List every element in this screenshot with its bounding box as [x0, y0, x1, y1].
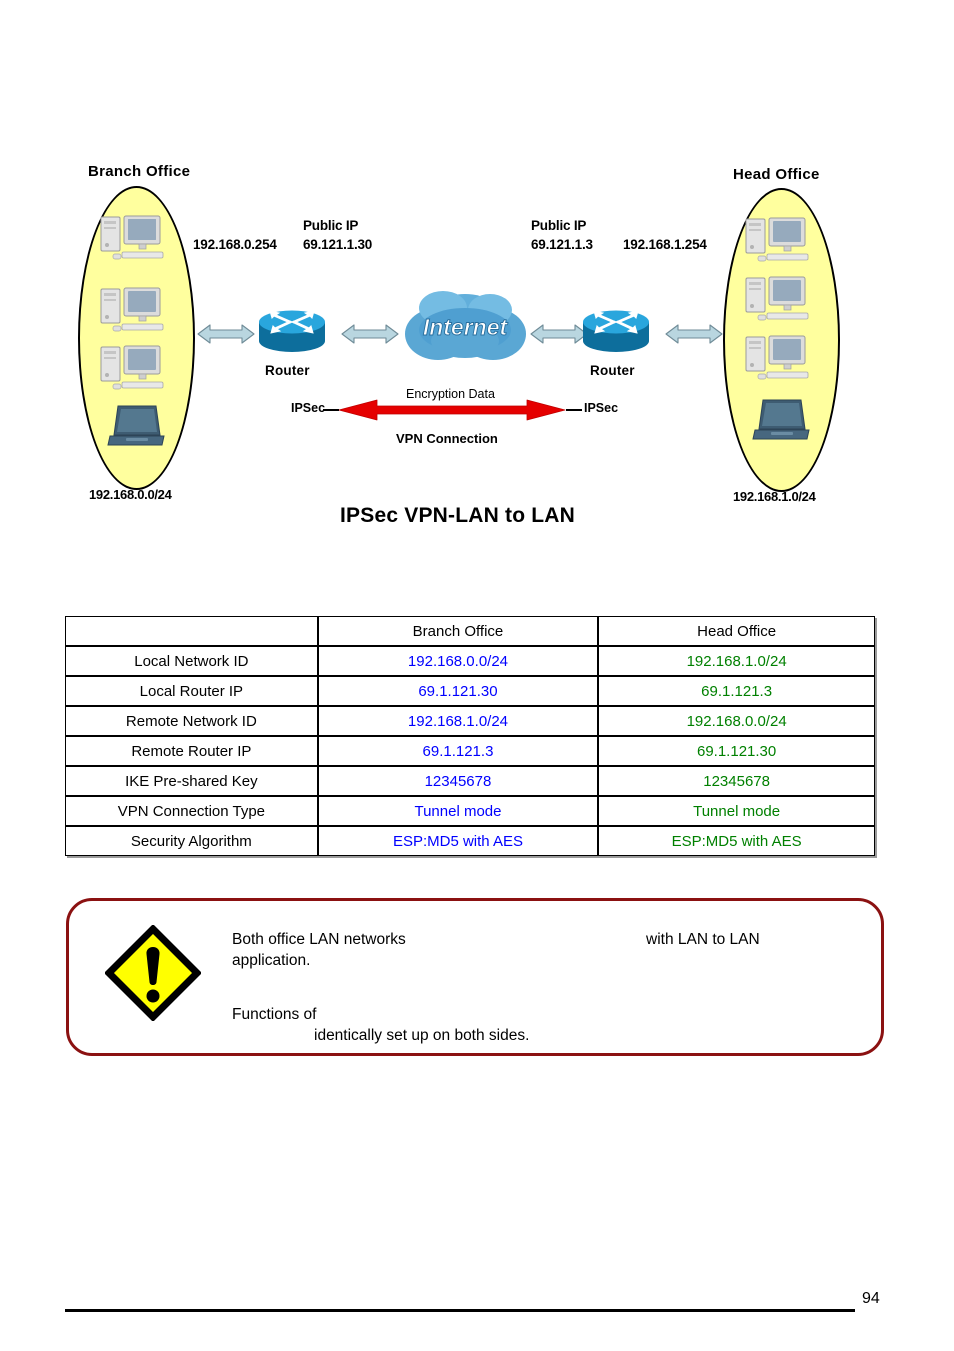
head-laptop-icon — [752, 399, 810, 440]
table-row: Remote Network ID 192.168.1.0/24 192.168… — [65, 706, 875, 736]
branch-lan-link-arrow — [197, 324, 255, 344]
branch-pc-icon-3 — [100, 345, 164, 390]
cell-branch-ike-preshared-key: 12345678 — [317, 766, 599, 796]
head-lan-ip-label: 192.168.1.254 — [623, 237, 707, 252]
note-line-1: Both office LAN networks — [232, 931, 406, 948]
branch-laptop-icon — [107, 405, 165, 446]
cell-branch-vpn-connection-type: Tunnel mode — [317, 796, 599, 826]
cell-head-ike-preshared-key: 12345678 — [598, 766, 875, 796]
head-office-title: Head Office — [733, 166, 820, 183]
cell-head-remote-network-id: 192.168.0.0/24 — [598, 706, 875, 736]
cell-head-security-algorithm: ESP:MD5 with AES — [598, 826, 875, 856]
row-label-local-router-ip: Local Router IP — [65, 676, 318, 706]
branch-router-label: Router — [265, 363, 310, 378]
table-row: Local Router IP 69.1.121.30 69.1.121.3 — [65, 676, 875, 706]
row-label-remote-router-ip: Remote Router IP — [65, 736, 318, 766]
cell-head-local-router-ip: 69.1.121.3 — [598, 676, 875, 706]
vpn-config-table: Branch Office Head Office Local Network … — [65, 616, 875, 856]
branch-router-icon — [259, 310, 325, 352]
cell-head-remote-router-ip: 69.1.121.30 — [598, 736, 875, 766]
footer-divider — [65, 1309, 855, 1312]
head-public-ip-value: 69.121.1.3 — [531, 237, 593, 252]
cell-branch-local-network-id: 192.168.0.0/24 — [317, 646, 599, 676]
table-row: VPN Connection Type Tunnel mode Tunnel m… — [65, 796, 875, 826]
head-ipsec-label: IPSec — [584, 401, 619, 415]
head-pc-icon-1 — [745, 217, 809, 262]
cell-head-vpn-connection-type: Tunnel mode — [598, 796, 875, 826]
note-paragraph-3: identically set up on both sides. — [314, 1027, 530, 1044]
table-row: Local Network ID 192.168.0.0/24 192.168.… — [65, 646, 875, 676]
branch-internet-link-arrow — [341, 324, 399, 344]
vpn-tunnel-left-leader — [323, 409, 339, 411]
table-corner-cell — [65, 616, 318, 646]
cell-branch-local-router-ip: 69.1.121.30 — [317, 676, 599, 706]
branch-lan-ip-label: 192.168.0.254 — [193, 237, 277, 252]
note-paragraph-2: Functions of — [232, 1006, 317, 1023]
cell-branch-remote-network-id: 192.168.1.0/24 — [317, 706, 599, 736]
branch-subnet-label: 192.168.0.0/24 — [89, 487, 172, 502]
cell-branch-remote-router-ip: 69.1.121.3 — [317, 736, 599, 766]
network-diagram: Branch Office — [0, 0, 954, 560]
note-callout-box: Both office LAN networks application. wit… — [66, 898, 884, 1056]
vpn-connection-label: VPN Connection — [396, 431, 498, 446]
head-pc-icon-3 — [745, 335, 809, 380]
cell-branch-security-algorithm: ESP:MD5 with AES — [317, 826, 599, 856]
head-subnet-label: 192.168.1.0/24 — [733, 489, 816, 504]
warning-icon — [105, 925, 201, 1021]
row-label-ike-preshared-key: IKE Pre-shared Key — [65, 766, 318, 796]
diagram-title: IPSec VPN-LAN to LAN — [340, 504, 576, 527]
encryption-data-label: Encryption Data — [406, 387, 495, 401]
row-label-security-algorithm: Security Algorithm — [65, 826, 318, 856]
table-row: IKE Pre-shared Key 12345678 12345678 — [65, 766, 875, 796]
head-router-icon — [583, 310, 649, 352]
branch-public-ip-title: Public IP — [303, 218, 359, 233]
note-line-2: application. — [232, 952, 311, 969]
row-label-remote-network-id: Remote Network ID — [65, 706, 318, 736]
internet-cloud-label: Internet — [423, 314, 509, 340]
note-paragraph-1-left: Both office LAN networks application. — [232, 929, 406, 971]
branch-pc-icon-1 — [100, 215, 164, 260]
vpn-tunnel-right-leader — [566, 409, 582, 411]
column-header-branch: Branch Office — [317, 616, 599, 646]
branch-ipsec-label: IPSec — [291, 401, 326, 415]
branch-public-ip-value: 69.121.1.30 — [303, 237, 373, 252]
table-header-row: Branch Office Head Office — [65, 616, 875, 646]
table-row: Remote Router IP 69.1.121.3 69.1.121.30 — [65, 736, 875, 766]
table-row: Security Algorithm ESP:MD5 with AES ESP:… — [65, 826, 875, 856]
head-router-label: Router — [590, 363, 635, 378]
note-paragraph-1-right: with LAN to LAN — [646, 931, 760, 948]
vpn-tunnel-arrow — [338, 399, 566, 421]
internet-cloud-icon: Internet — [405, 291, 526, 360]
column-header-head: Head Office — [598, 616, 875, 646]
row-label-vpn-connection-type: VPN Connection Type — [65, 796, 318, 826]
head-lan-link-arrow — [665, 324, 723, 344]
cell-head-local-network-id: 192.168.1.0/24 — [598, 646, 875, 676]
branch-pc-icon-2 — [100, 287, 164, 332]
head-public-ip-title: Public IP — [531, 218, 587, 233]
page-number: 94 — [862, 1290, 880, 1307]
head-pc-icon-2 — [745, 276, 809, 321]
row-label-local-network-id: Local Network ID — [65, 646, 318, 676]
branch-office-title: Branch Office — [88, 163, 191, 180]
